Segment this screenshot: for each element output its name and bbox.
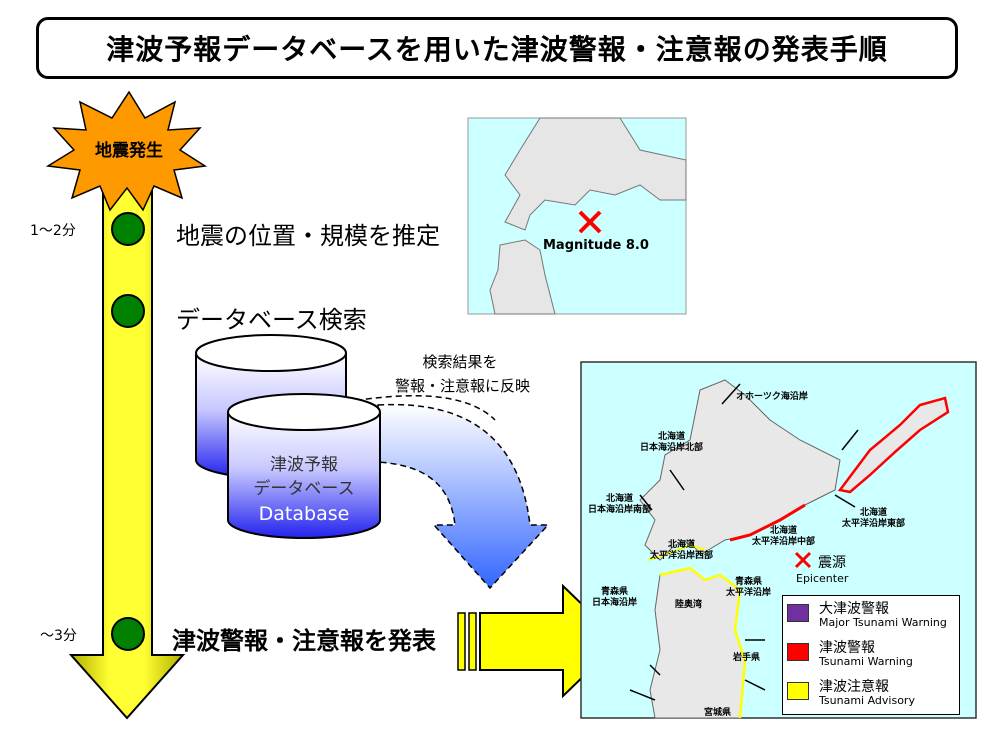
step-dot-2 — [111, 294, 145, 328]
region-iwate: 岩手県 — [733, 653, 761, 663]
database-cylinder-front — [227, 393, 381, 539]
legend-swatch-yellow — [787, 682, 809, 700]
legend-en-warning: Tsunami Warning — [819, 655, 913, 668]
region-hokkaido-pacific-east: 北海道 太平洋沿岸東部 — [842, 508, 905, 530]
region-hokkaido-pacific-east-l1: 北海道 — [860, 508, 888, 518]
region-aomori-japansea-l1: 青森県 — [601, 587, 629, 597]
epicenter-label-en: Epicenter — [796, 572, 849, 585]
epicenter-label-jp: 震源 — [818, 555, 846, 571]
step-issue: 津波警報・注意報を発表 — [172, 627, 436, 655]
region-hokkaido-pacific-west-l1: 北海道 — [668, 540, 696, 550]
region-hokkaido-pacific-east-l2: 太平洋沿岸東部 — [842, 519, 906, 529]
region-hokkaido-pacific-west-l2: 太平洋沿岸西部 — [650, 551, 714, 561]
region-miyagi: 宮城県 — [704, 708, 732, 718]
legend-jp-major: 大津波警報 — [819, 601, 889, 617]
region-hokkaido-japansea-north: 北海道 日本海沿岸北部 — [640, 432, 703, 454]
step-dot-3 — [111, 617, 145, 651]
region-hokkaido-japansea-south: 北海道 日本海沿岸南部 — [588, 494, 651, 516]
region-hokkaido-japansea-north-l2: 日本海沿岸北部 — [640, 443, 704, 453]
time-label-1: 1～2分 — [30, 223, 76, 239]
database-label-jp2: データベース — [253, 479, 355, 499]
search-note-line2: 警報・注意報に反映 — [395, 377, 531, 395]
top-map — [467, 117, 687, 315]
earthquake-burst — [45, 90, 208, 212]
region-aomori-pacific-l2: 太平洋沿岸 — [726, 588, 772, 598]
earthquake-label: 地震発生 — [95, 141, 163, 161]
step-estimate: 地震の位置・規模を推定 — [176, 222, 440, 250]
region-hokkaido-japansea-south-l2: 日本海沿岸南部 — [588, 505, 652, 515]
legend-en-major: Major Tsunami Warning — [819, 616, 947, 629]
database-label-jp1: 津波予報 — [270, 455, 338, 475]
step-dot-1 — [111, 212, 145, 246]
database-label-en: Database — [258, 503, 350, 525]
region-hokkaido-japansea-north-l1: 北海道 — [658, 432, 686, 442]
magnitude-label: Magnitude 8.0 — [543, 238, 649, 253]
region-hokkaido-pacific-west: 北海道 太平洋沿岸西部 — [650, 540, 713, 562]
legend-jp-advisory: 津波注意報 — [819, 679, 889, 695]
timeline-arrow — [68, 179, 186, 720]
legend-swatch-purple — [787, 604, 809, 622]
legend-swatch-red — [787, 643, 809, 661]
region-hokkaido-japansea-south-l1: 北海道 — [606, 494, 634, 504]
region-aomori-pacific-l1: 青森県 — [735, 577, 763, 587]
map-legend: 大津波警報 Major Tsunami Warning 津波警報 Tsunami… — [782, 595, 960, 715]
step-search: データベース検索 — [176, 306, 367, 334]
search-note-line1: 検索結果を — [422, 353, 498, 371]
reflect-arrow — [377, 403, 550, 590]
region-aomori-japansea: 青森県 日本海沿岸 — [592, 587, 637, 609]
region-aomori-pacific: 青森県 太平洋沿岸 — [726, 577, 771, 599]
search-dashed-line-1 — [345, 395, 496, 421]
time-label-2: ～3分 — [40, 628, 77, 644]
legend-jp-warning: 津波警報 — [819, 640, 875, 656]
region-hokkaido-pacific-central: 北海道 太平洋沿岸中部 — [752, 526, 815, 548]
region-hokkaido-pacific-central-l2: 太平洋沿岸中部 — [752, 537, 816, 547]
region-aomori-japansea-l2: 日本海沿岸 — [592, 598, 638, 608]
page-title: 津波予報データベースを用いた津波警報・注意報の発表手順 — [36, 17, 958, 79]
region-okhotsk: オホーツク海沿岸 — [736, 392, 808, 402]
region-hokkaido-pacific-central-l1: 北海道 — [770, 526, 798, 536]
region-mutsu-bay: 陸奥湾 — [675, 600, 703, 610]
legend-en-advisory: Tsunami Advisory — [819, 694, 915, 707]
